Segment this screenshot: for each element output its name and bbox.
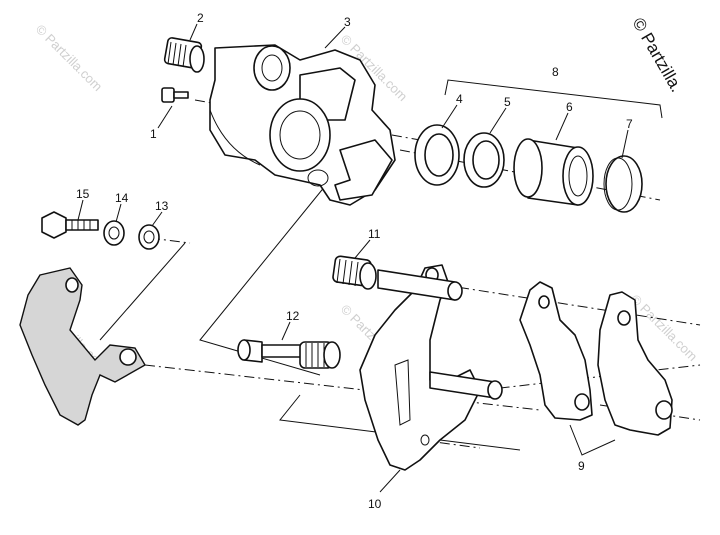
pin-boot-upper bbox=[332, 255, 377, 290]
callout-7: 7 bbox=[626, 117, 633, 131]
seal-ring-large bbox=[414, 124, 460, 186]
callout-11: 11 bbox=[368, 227, 381, 241]
caliper-body bbox=[209, 44, 396, 206]
callout-14: 14 bbox=[115, 191, 129, 205]
watermark-1: © Partzilla.com bbox=[33, 22, 106, 95]
callout-4: 4 bbox=[456, 92, 463, 106]
callout-12: 12 bbox=[286, 309, 300, 323]
callout-13: 13 bbox=[155, 199, 169, 213]
group-bracket-8 bbox=[444, 79, 663, 119]
small-bolt bbox=[161, 87, 189, 103]
callout-3: 3 bbox=[344, 15, 351, 29]
piston bbox=[513, 138, 594, 206]
callout-labels: 1 2 3 4 5 6 7 8 9 10 11 12 13 14 15 bbox=[76, 11, 633, 511]
callout-1: 1 bbox=[150, 127, 157, 141]
bleeder-screw bbox=[163, 37, 205, 73]
caliper-support-bracket bbox=[359, 264, 503, 471]
fork-mount-bracket bbox=[19, 267, 146, 426]
callout-2: 2 bbox=[197, 11, 204, 25]
dust-cap bbox=[603, 155, 643, 213]
brake-pads bbox=[519, 281, 673, 436]
callout-15: 15 bbox=[76, 187, 90, 201]
callout-8: 8 bbox=[552, 65, 559, 79]
leader-lines bbox=[77, 23, 629, 493]
flat-washer bbox=[138, 224, 160, 250]
lock-washer bbox=[103, 220, 125, 246]
callout-5: 5 bbox=[504, 95, 511, 109]
mounting-bolt bbox=[41, 211, 99, 239]
slide-pin bbox=[237, 339, 341, 369]
callout-6: 6 bbox=[566, 100, 573, 114]
copyright-text: © Partzilla. bbox=[629, 15, 687, 96]
seal-ring-small bbox=[463, 132, 505, 188]
callout-9: 9 bbox=[578, 459, 585, 473]
callout-10: 10 bbox=[368, 497, 382, 511]
